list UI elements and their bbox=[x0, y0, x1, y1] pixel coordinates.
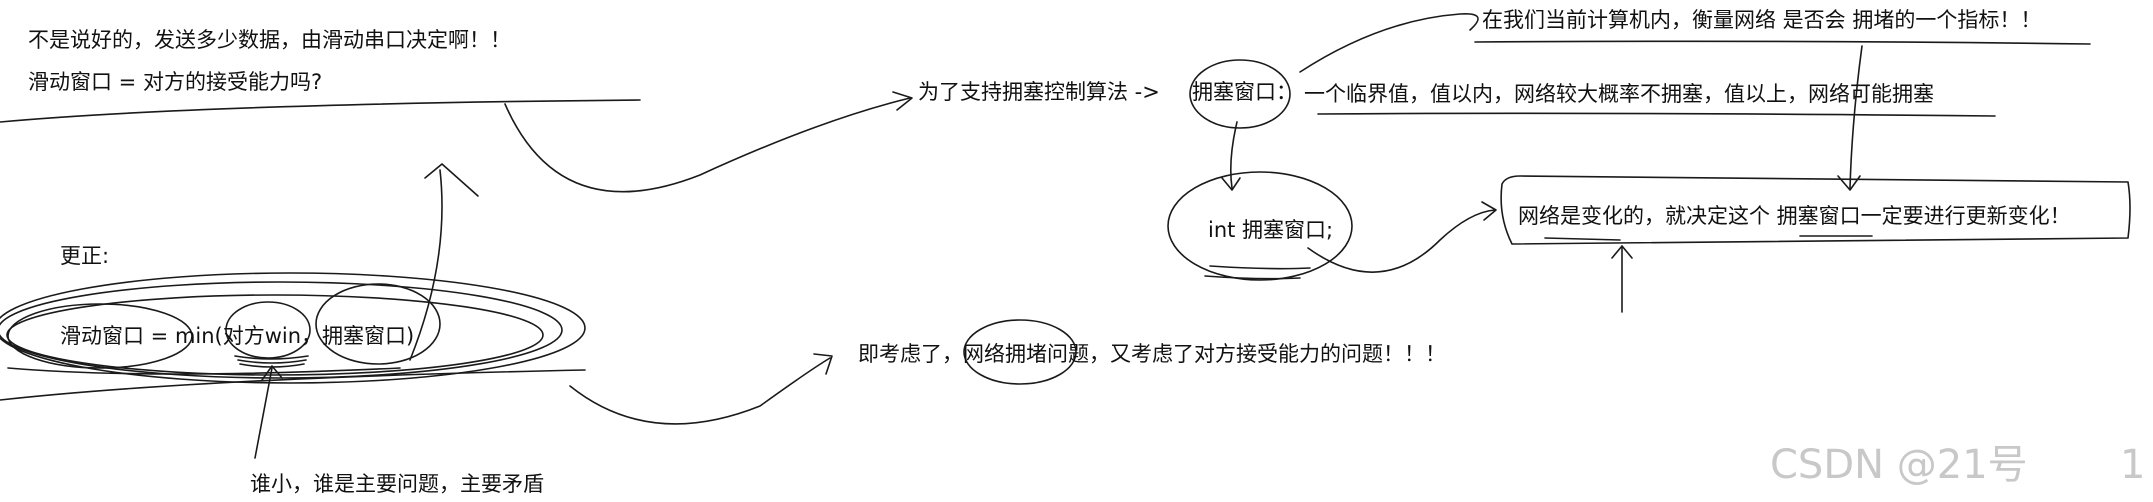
peer-win-circle bbox=[225, 301, 311, 359]
support-congestion-text: 为了支持拥塞控制算法 -> bbox=[918, 80, 1160, 104]
considered-both-text: 即考虑了，网络拥堵问题，又考虑了对方接受能力的问题！！！ bbox=[858, 342, 1446, 366]
curve-formula-to-conclusion bbox=[569, 357, 831, 425]
sliding-window-circle bbox=[7, 303, 193, 369]
arrowhead-support bbox=[892, 91, 913, 111]
curve-int-to-box bbox=[1307, 209, 1496, 273]
int-declaration: int 拥塞窗口; bbox=[1208, 218, 1334, 242]
formula-scribble-2 bbox=[6, 294, 544, 376]
formula-underline-2 bbox=[7, 367, 401, 375]
csdn-watermark: CSDN @21号 bbox=[1770, 442, 2028, 488]
smaller-main-text: 谁小，谁是主要问题，主要矛盾 bbox=[250, 472, 544, 496]
network-changes-text: 网络是变化的，就决定这个 拥塞窗口一定要进行更新变化！ bbox=[1518, 204, 2071, 228]
arrowhead-int-to-box bbox=[1481, 201, 1497, 221]
congestion-win-circle bbox=[315, 283, 441, 365]
formula-scribble-1 bbox=[0, 281, 563, 379]
arrow-smaller-to-formula bbox=[254, 367, 273, 459]
box-underline-2 bbox=[1544, 237, 1621, 241]
arrow-formula-to-notes bbox=[409, 169, 443, 361]
threshold-underline bbox=[1317, 112, 1996, 117]
arrowhead-conclusion bbox=[813, 353, 833, 375]
formula-underline bbox=[0, 369, 586, 401]
curve-to-support-arrow bbox=[504, 97, 911, 193]
formula-scribble-3 bbox=[0, 272, 586, 384]
congestion-window-term: 拥塞窗口： bbox=[1192, 80, 1297, 104]
note-line-2: 滑动窗口 = 对方的接受能力吗? bbox=[28, 70, 323, 94]
int-underline-1 bbox=[1209, 265, 1311, 270]
int-decl-circle bbox=[1167, 171, 1353, 281]
arrowhead-to-notes bbox=[424, 163, 479, 197]
note-line-1: 不是说好的，发送多少数据，由滑动串口决定啊！！ bbox=[28, 28, 511, 52]
line-to-int-decl bbox=[1229, 121, 1238, 189]
indicator-text: 在我们当前计算机内，衡量网络 是否会 拥堵的一个指标！！ bbox=[1482, 8, 2042, 32]
correction-label: 更正: bbox=[60, 244, 110, 268]
up-arrowhead bbox=[1611, 245, 1633, 259]
arrowhead-smaller bbox=[261, 365, 283, 381]
congestion-term-circle bbox=[1189, 59, 1291, 129]
arrowhead-box bbox=[1837, 175, 1861, 191]
line-indicator-to-box bbox=[1849, 45, 1863, 189]
notes-underline bbox=[0, 99, 641, 123]
network-changes-box bbox=[1500, 175, 2131, 245]
int-underline-2 bbox=[1204, 275, 1301, 280]
arrowhead-int bbox=[1221, 177, 1241, 191]
formula-text: 滑动窗口 = min(对方win，拥塞窗口) bbox=[60, 324, 415, 348]
threshold-description: 一个临界值，值以内，网络较大概率不拥塞，值以上，网络可能拥塞 bbox=[1304, 82, 1934, 106]
watermark-suffix: 1 bbox=[2120, 442, 2146, 488]
line-to-indicator bbox=[1299, 13, 1479, 73]
network-congestion-circle bbox=[963, 319, 1077, 385]
indicator-underline bbox=[1474, 40, 2091, 45]
